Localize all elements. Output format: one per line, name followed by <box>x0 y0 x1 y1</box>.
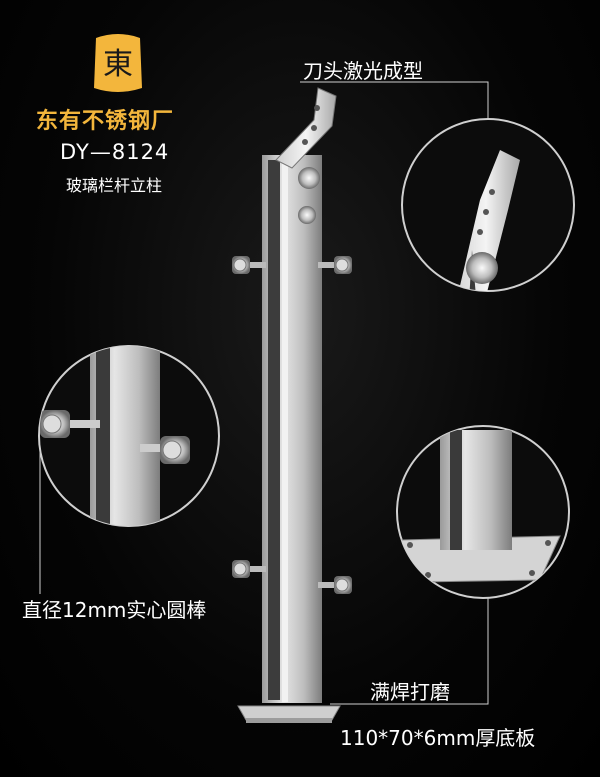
detail-circle-rod <box>38 345 220 527</box>
detail-circle-laser-head <box>401 118 575 292</box>
brand-name: 东有不锈钢厂 <box>36 109 175 134</box>
brand-logo-char: 東 <box>103 47 133 82</box>
model-number: DY—8124 <box>60 140 170 164</box>
brand-logo: 東 <box>94 34 142 92</box>
callout-base-plate: 110*70*6mm厚底板 <box>340 726 536 750</box>
detail-circle-base <box>396 425 570 599</box>
railing-post <box>237 87 341 723</box>
callout-rod: 直径12mm实心圆棒 <box>22 598 207 622</box>
callout-laser-head: 刀头激光成型 <box>303 59 423 83</box>
glass-clamp-upper <box>232 256 352 274</box>
callout-lines <box>39 81 489 705</box>
product-subtitle: 玻璃栏杆立柱 <box>66 176 163 195</box>
glass-clamp-lower <box>232 560 352 594</box>
callout-weld: 满焊打磨 <box>370 680 450 704</box>
